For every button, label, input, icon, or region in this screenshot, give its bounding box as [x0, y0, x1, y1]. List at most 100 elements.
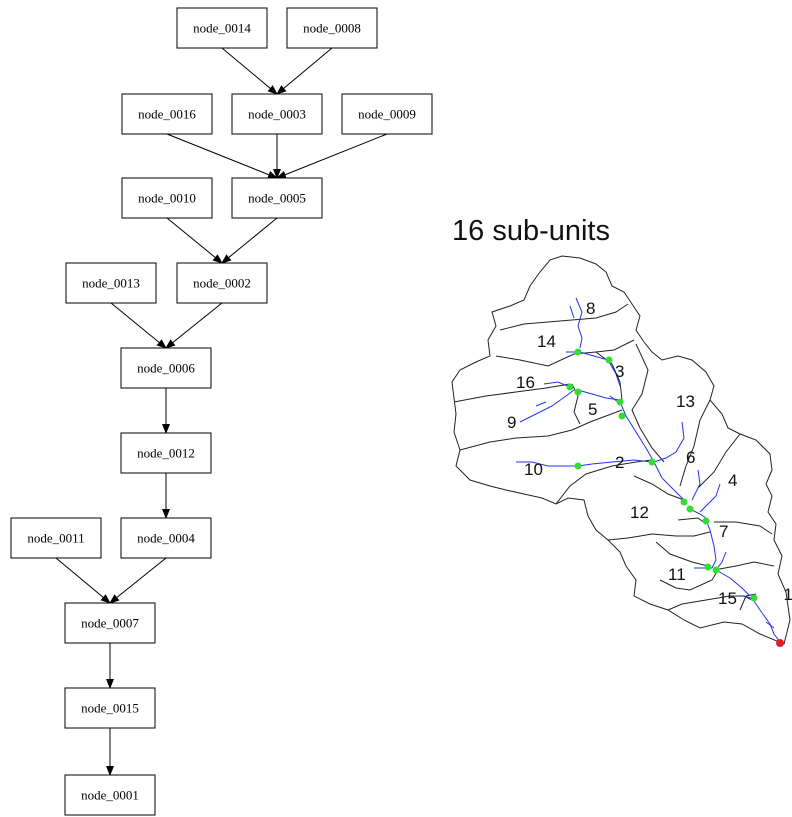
junction-16: [566, 383, 574, 391]
tree-node-box: [231, 177, 323, 219]
tree-edges: [55, 47, 388, 776]
tree-edge: [165, 302, 223, 349]
tree-edge: [166, 133, 278, 179]
label-2: 2: [615, 453, 624, 472]
tree-edge: [109, 557, 167, 604]
divide-6: [679, 399, 711, 487]
label-1: 1: [784, 585, 792, 604]
tree-node-label: node_0008: [303, 21, 361, 36]
label-5: 5: [588, 400, 597, 419]
tree-edge: [221, 217, 278, 264]
junction-points: [566, 348, 784, 647]
tree-node: node_0004: [120, 517, 212, 559]
tree-node-box: [286, 7, 378, 49]
tree-node: node_0003: [231, 93, 323, 135]
divide-4: [697, 433, 741, 489]
label-7: 7: [719, 522, 728, 541]
tree-node: node_0005: [231, 177, 323, 219]
junction-9: [574, 388, 582, 396]
tree-node: node_0010: [121, 177, 213, 219]
tree-edge: [276, 47, 333, 95]
tree-node: node_0008: [286, 7, 378, 49]
tree-node: node_0011: [10, 517, 102, 559]
divide-12b: [607, 531, 711, 541]
tree-node-label: node_0006: [137, 361, 195, 376]
tree-node-label: node_0016: [138, 107, 196, 122]
tree-node: node_0006: [120, 347, 212, 389]
tree-node-label: node_0003: [248, 107, 306, 122]
junction-10: [574, 462, 582, 470]
tree-node-label: node_0015: [81, 701, 139, 716]
divide-2: [633, 475, 685, 501]
tree-node: node_0015: [64, 687, 156, 729]
label-14: 14: [537, 332, 556, 351]
label-4: 4: [728, 471, 737, 490]
tree-node-label: node_0007: [81, 616, 139, 631]
tree-node-box: [176, 262, 268, 304]
label-3: 3: [615, 362, 624, 381]
tree-node-label: node_0009: [358, 107, 416, 122]
tree-node-label: node_0001: [81, 788, 139, 803]
junction-7: [712, 566, 720, 574]
tree-node-box: [64, 602, 156, 644]
label-8: 8: [586, 299, 595, 318]
junction-4: [702, 517, 710, 525]
tree-node-label: node_0010: [138, 191, 196, 206]
junction-14: [574, 348, 582, 356]
junction-6: [680, 498, 688, 506]
tree-node: node_0009: [341, 93, 433, 135]
label-16: 16: [516, 373, 535, 392]
divide-7b: [713, 561, 775, 571]
tree-node: node_0012: [120, 432, 212, 474]
stream-network: [516, 297, 781, 643]
divide-11b: [659, 569, 719, 591]
divide-7: [714, 521, 773, 535]
tree-node-box: [64, 687, 156, 729]
junction-5b: [618, 412, 626, 420]
divide-5: [571, 383, 581, 425]
tree-node-box: [231, 93, 323, 135]
label-10: 10: [524, 460, 543, 479]
tree-node-label: node_0011: [27, 531, 84, 546]
label-13: 13: [676, 392, 695, 411]
tree-node-box: [121, 93, 213, 135]
junction-3: [605, 356, 613, 364]
label-12: 12: [630, 503, 649, 522]
tree-node-label: node_0005: [248, 191, 306, 206]
junction-5: [616, 398, 624, 406]
tree-node: node_0013: [65, 262, 157, 304]
label-6: 6: [686, 448, 695, 467]
junction-15: [750, 594, 758, 602]
tree-node: node_0007: [64, 602, 156, 644]
divide-9: [459, 409, 623, 451]
label-11: 11: [668, 565, 686, 584]
tree-node-box: [120, 347, 212, 389]
watershed-outline: [451, 255, 791, 645]
label-9: 9: [507, 413, 516, 432]
tree-edge: [110, 302, 167, 349]
tree-node: node_0001: [64, 774, 156, 816]
tree-node-box: [65, 262, 157, 304]
tree-node-box: [176, 7, 268, 49]
tree-node-label: node_0004: [137, 531, 195, 546]
divide-14: [495, 339, 635, 367]
tree-node-label: node_0014: [193, 21, 251, 36]
tree-node: node_0014: [176, 7, 268, 49]
outlet-point: [776, 639, 784, 647]
tree-node-box: [120, 432, 212, 474]
tree-node-box: [341, 93, 433, 135]
junction-11: [704, 563, 712, 571]
divide-16: [453, 383, 571, 403]
divide-10: [555, 459, 653, 505]
divide-8: [499, 303, 629, 331]
tree-node-box: [120, 517, 212, 559]
tree-node-label: node_0013: [82, 276, 140, 291]
tree-node-label: node_0002: [193, 276, 251, 291]
tree-edge: [55, 557, 111, 604]
tree-node-box: [10, 517, 102, 559]
tree-node: node_0016: [121, 93, 213, 135]
tree-edge: [166, 217, 223, 264]
tree-node-box: [64, 774, 156, 816]
divide-13: [631, 343, 665, 463]
